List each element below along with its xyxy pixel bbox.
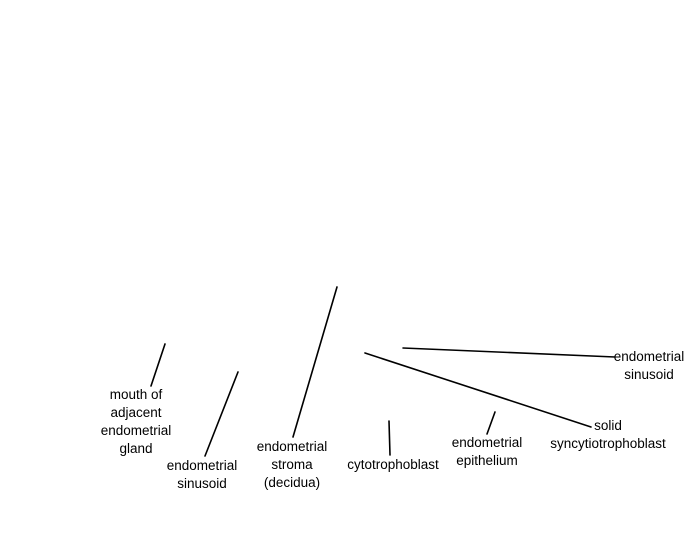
label-line: sinusoid (177, 476, 227, 491)
label-endometrial-sinusoid-right: endometrial sinusoid (600, 348, 698, 384)
leader-cytotrophoblast (388, 420, 391, 456)
label-line: solid (594, 418, 622, 433)
label-mouth-of-adjacent-endometrial-gland: mouth of adjacent endometrial gland (86, 386, 186, 458)
label-line: endometrial (451, 435, 523, 450)
leader-sinusoid-right (402, 347, 616, 358)
label-endometrial-epithelium: endometrial epithelium (437, 434, 537, 470)
leader-stroma (292, 286, 338, 438)
leader-epithelium (486, 411, 496, 435)
label-line: endometrial (613, 349, 685, 364)
leader-syncytiotrophoblast (364, 352, 592, 428)
label-line: adjacent (110, 405, 162, 420)
leader-sinusoid-left (204, 371, 239, 457)
label-cytotrophoblast: cytotrophoblast (337, 456, 449, 474)
label-line: endometrial (166, 458, 238, 473)
label-line: syncytiotrophoblast (550, 436, 666, 451)
label-endometrial-stroma: endometrial stroma (decidua) (242, 438, 342, 492)
label-line: mouth of (109, 387, 163, 402)
label-line: endometrial (100, 423, 172, 438)
label-line: sinusoid (624, 367, 674, 382)
label-line: stroma (271, 457, 313, 472)
label-line: epithelium (456, 453, 518, 468)
leader-mouth-gland (150, 343, 166, 387)
label-endometrial-sinusoid-left: endometrial sinusoid (152, 457, 252, 493)
label-line: gland (119, 441, 153, 456)
label-line: cytotrophoblast (347, 457, 439, 472)
label-solid-syncytiotrophoblast: solid syncytiotrophoblast (540, 417, 676, 453)
label-line: (decidua) (263, 475, 321, 490)
label-line: endometrial (256, 439, 328, 454)
